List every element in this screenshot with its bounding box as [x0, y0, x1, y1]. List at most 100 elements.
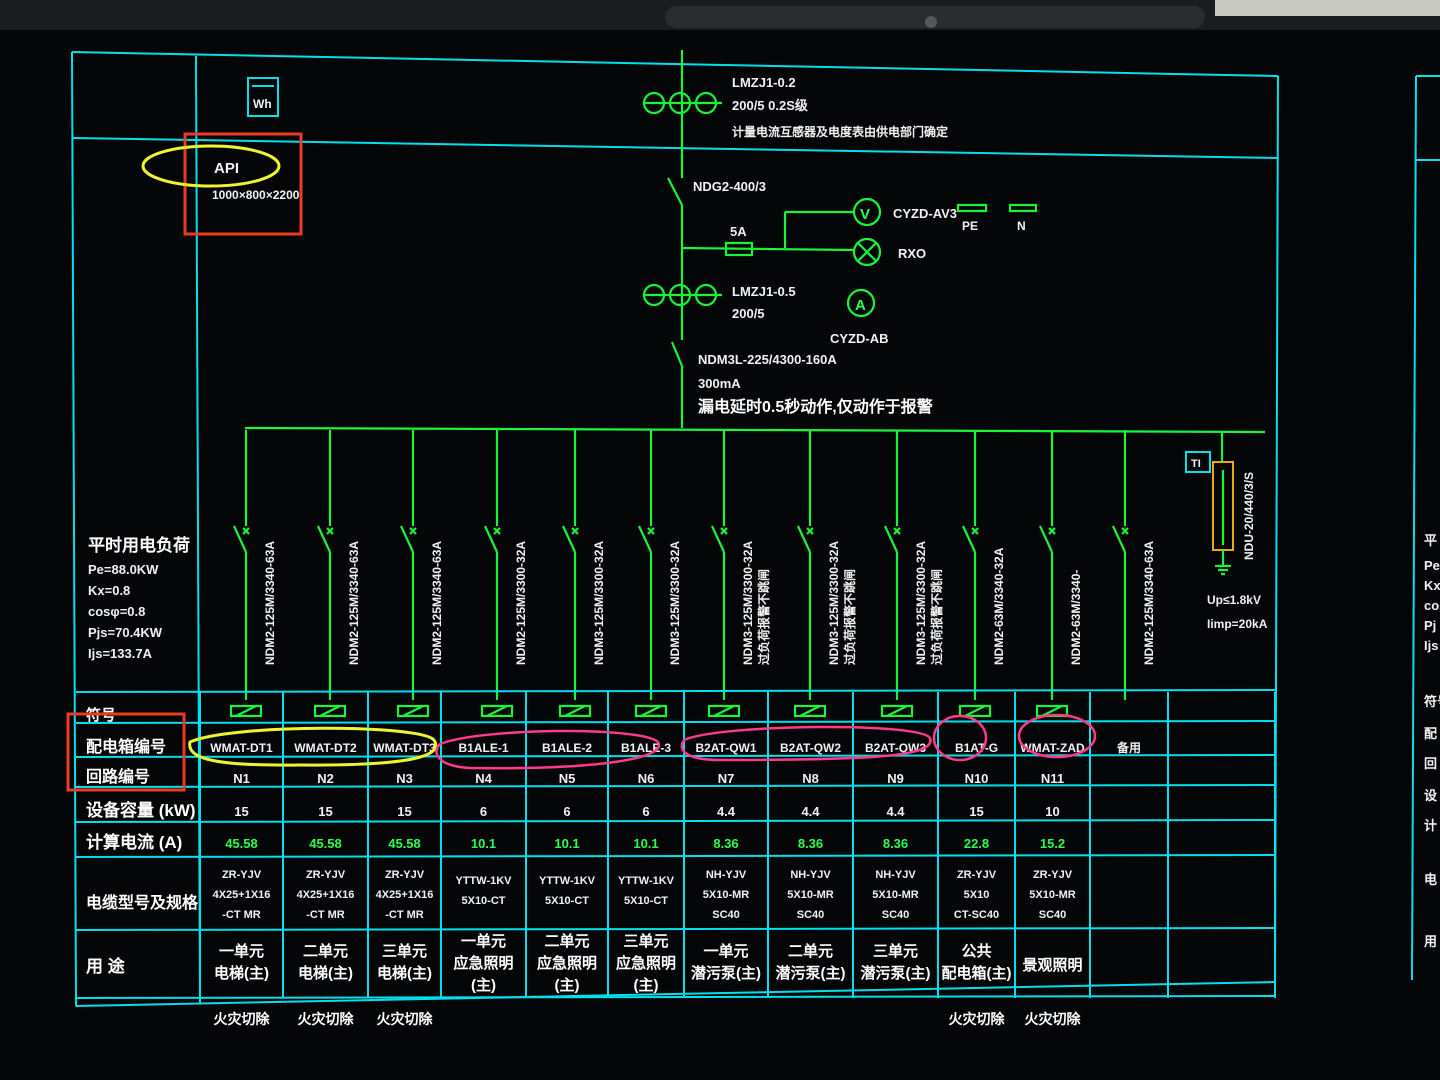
cell-capacity: 6 — [642, 804, 649, 819]
cell-box-no: B1AT-G — [955, 741, 998, 755]
yellow-circle-wmat-dt — [188, 726, 438, 767]
cell-box-no: B1ALE-2 — [542, 741, 592, 755]
cell-circuit-no: N1 — [233, 771, 250, 786]
cell-circuit-no: N9 — [887, 771, 904, 786]
cell-circuit-no: N5 — [559, 771, 576, 786]
cell-cable-line: 5X10-MR — [872, 889, 919, 901]
cell-usage-line: 潜污泵(主) — [776, 964, 846, 982]
pink-circle-b2at — [680, 725, 932, 762]
cell-current: 22.8 — [964, 836, 989, 851]
branch-breaker-model: NDM2-63M/3340- — [1069, 570, 1083, 665]
cell-cable-line: SC40 — [797, 909, 825, 921]
cell-fire-note: 火灾切除 — [298, 1011, 355, 1027]
cell-fire-note: 火灾切除 — [214, 1011, 271, 1027]
cell-usage-line: 潜污泵(主) — [691, 964, 761, 982]
paper-note — [1215, 0, 1440, 16]
incoming-feeder: V A — [642, 50, 1038, 428]
ct2-ratio: 200/5 — [732, 306, 765, 321]
surge-protector: TI NDU-20/440/3/S Up≤1.8kV Iimp=20kA — [1185, 432, 1268, 631]
fragment-text: 用 — [1423, 934, 1437, 949]
fragment-text: Ijs — [1424, 638, 1438, 653]
cell-circuit-no: N3 — [396, 771, 413, 786]
cell-circuit-no: N7 — [718, 771, 735, 786]
markup-layer — [66, 132, 1097, 792]
main-busbar — [244, 426, 1266, 434]
fragment-text: Kx — [1424, 578, 1440, 593]
cell-box-no: B1ALE-3 — [621, 741, 671, 755]
load-line-ijs: Ijs=133.7A — [88, 646, 153, 661]
branch-6: NDM3-125M/3300-32A — [634, 430, 682, 718]
cell-cable-line: CT-SC40 — [954, 909, 999, 921]
cell-usage-line: 三单元 — [382, 942, 427, 960]
cell-circuit-no: N6 — [638, 771, 655, 786]
cell-usage-line: 一单元 — [461, 932, 506, 950]
cell-circuit-no: N10 — [965, 771, 989, 786]
adjacent-sheet-fragment: 平PeKxcosPjIjs符号配回设计电用 — [1423, 533, 1440, 949]
pink-circle-b1at-g — [932, 714, 988, 762]
ct2-model: LMZJ1-0.5 — [732, 284, 796, 299]
voltmeter-icon: V — [860, 206, 870, 223]
cell-box-no: WMAT-ZAD — [1020, 741, 1085, 755]
meter-label: Wh — [253, 97, 272, 111]
cell-usage-line: 公共 — [961, 943, 991, 960]
fragment-text: 符号 — [1424, 694, 1440, 709]
kwh-meter: Wh — [247, 77, 279, 117]
cell-cable-line: ZR-YJV — [1033, 869, 1073, 881]
panel-size: 1000×800×2200 — [212, 188, 300, 202]
cell-usage-line: 一单元 — [219, 942, 264, 960]
cell-current: 10.1 — [554, 836, 579, 851]
pink-circle-wmat-zad — [1017, 713, 1097, 759]
cell-capacity: 15 — [969, 804, 983, 819]
table-row-line — [75, 754, 1276, 758]
branch-breaker-model: NDM3-125M/3300-32A — [668, 541, 682, 665]
single-line-diagram: Wh API 1000×800×2200 V A — [66, 50, 1440, 1027]
branch-breaker-note: 过负荷报警不跳闸 — [929, 569, 944, 665]
webcam-lens-icon — [925, 16, 937, 28]
table-row-line — [75, 784, 1276, 788]
branch-breaker-model: NDM2-63M/3340-32A — [992, 547, 1006, 665]
cell-cable-line: ZR-YJV — [222, 869, 262, 881]
cell-capacity: 15 — [234, 804, 248, 819]
spd-imp: Iimp=20kA — [1207, 617, 1268, 631]
table-row-line — [75, 854, 1276, 858]
cell-cable-line: 4X25+1X16 — [297, 889, 355, 901]
pe-label: PE — [962, 219, 978, 233]
row-header-usage: 用 途 — [86, 956, 126, 976]
branch-11: NDM2-63M/3340- — [1035, 430, 1083, 718]
fragment-text: 电 — [1424, 872, 1437, 887]
cell-box-no: B2AT-QW1 — [695, 741, 756, 755]
branch-breaker-model: NDM2-125M/3300-32A — [514, 541, 528, 665]
cell-cable-line: ZR-YJV — [385, 869, 425, 881]
drawing-frame — [71, 51, 1440, 1007]
cell-current: 8.36 — [798, 836, 823, 851]
cell-fire-note: 火灾切除 — [377, 1011, 434, 1027]
cell-cable-line: YTTW-1KV — [539, 875, 596, 887]
cell-circuit-no: N4 — [475, 771, 492, 786]
cell-cable-line: SC40 — [1039, 909, 1067, 921]
row-header-box-no: 配电箱编号 — [86, 737, 166, 756]
fragment-text: cos — [1424, 598, 1440, 613]
n-label: N — [1017, 219, 1026, 233]
row-header-current: 计算电流 (A) — [86, 832, 182, 852]
branch-breaker-model: NDM3-125M/3300-32A — [827, 541, 841, 665]
cell-usage-line: 二单元 — [788, 942, 833, 960]
fragment-text: 计 — [1424, 818, 1437, 833]
cell-box-no: WMAT-DT3 — [373, 741, 436, 755]
cell-cable-line: 5X10-CT — [624, 895, 668, 907]
cell-capacity: 4.4 — [801, 804, 820, 819]
circuit-table: 符号 配电箱编号 回路编号 设备容量 (kW) 计算电流 (A) 电缆型号及规格… — [75, 689, 1276, 1027]
cell-cable-line: ZR-YJV — [306, 869, 346, 881]
cell-box-no: B2AT-QW2 — [780, 741, 841, 755]
leakage-current: 300mA — [698, 376, 741, 391]
cell-cable-line: SC40 — [882, 909, 910, 921]
cell-box-no: WMAT-DT2 — [294, 741, 357, 755]
cell-usage-line: 应急照明 — [616, 954, 676, 972]
voltmeter-model: CYZD-AV3 — [893, 206, 957, 221]
cell-usage-line: 潜污泵(主) — [861, 964, 931, 982]
cell-cable-line: SC40 — [712, 909, 740, 921]
ct-ratio: 200/5 0.2S级 — [732, 98, 809, 113]
cell-cable-line: 5X10-MR — [703, 889, 750, 901]
load-line-kx: Kx=0.8 — [88, 583, 130, 598]
branch-10: NDM2-63M/3340-32A — [958, 430, 1006, 718]
